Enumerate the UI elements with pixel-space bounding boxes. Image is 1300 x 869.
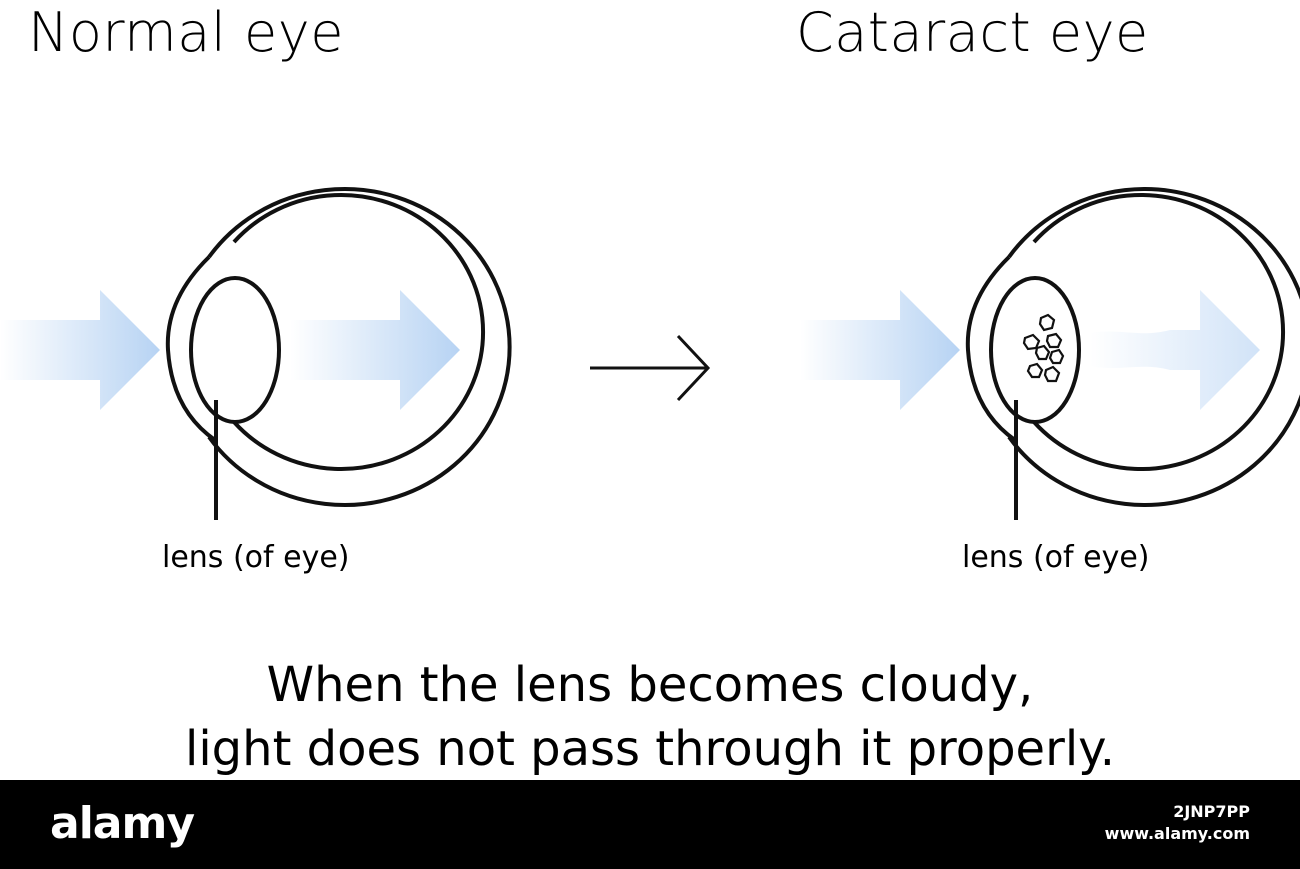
transmitted-light-arrow-normal: [290, 290, 460, 410]
lens-cataract: [989, 276, 1081, 424]
incoming-light-arrow-cataract: [800, 290, 960, 410]
cataract-eye-title: Cataract eye: [796, 1, 1149, 64]
incoming-light-arrow-normal: [0, 290, 160, 410]
watermark-logo: alamy: [50, 798, 195, 849]
caption-line-2: light does not pass through it properly.: [185, 721, 1115, 777]
normal-lens-label: lens (of eye): [162, 540, 350, 575]
eyeball-inner-outline-cataract: [1032, 193, 1286, 471]
cataract-eye: [800, 187, 1300, 520]
scattered-light-arrow-cataract: [1090, 290, 1260, 410]
eyeball-outer-outline-cataract: [1007, 187, 1300, 507]
normal-eye-title: Normal eye: [28, 1, 344, 64]
watermark-url: www.alamy.com: [1104, 824, 1250, 843]
cornea-outline-cataract: [965, 255, 1017, 442]
caption-line-1: When the lens becomes cloudy,: [266, 657, 1034, 713]
eyeball-outer-outline: [207, 187, 512, 507]
cataract-lens-label: lens (of eye): [962, 540, 1150, 575]
cornea-outline: [165, 255, 217, 442]
lens-normal: [189, 276, 281, 424]
normal-eye: [0, 187, 512, 520]
watermark-bar: alamy 2JNP7PP www.alamy.com: [0, 780, 1300, 869]
eye-diagram: [0, 187, 1300, 520]
cloudy-opacities: [1022, 313, 1065, 383]
watermark-image-id: 2JNP7PP: [1173, 802, 1250, 821]
eyeball-inner-outline: [232, 193, 486, 471]
transition-arrow: [590, 334, 711, 402]
